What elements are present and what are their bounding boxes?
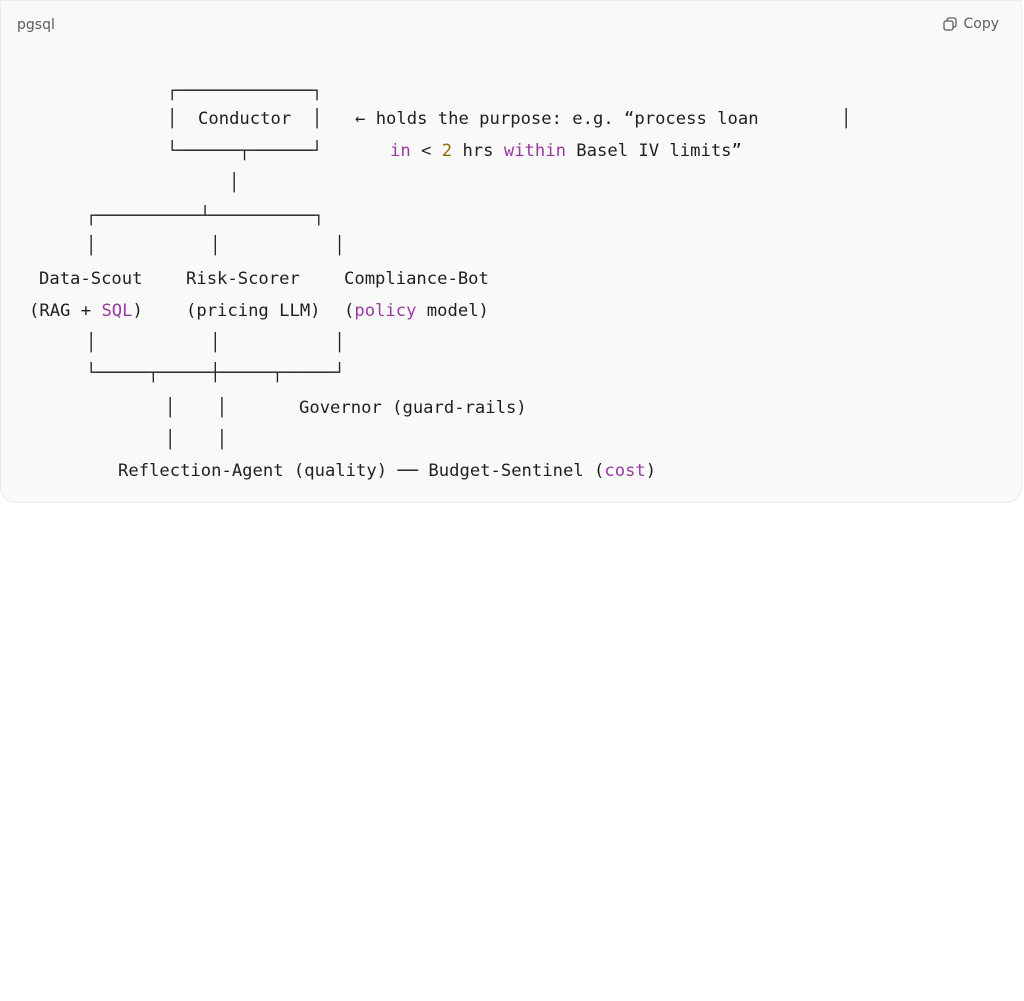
purpose-note-border: │ (841, 109, 852, 129)
reflection-budget-line: Reflection-Agent (quality) ── Budget-Sen… (118, 459, 656, 483)
conductor-box: │ Conductor │ (167, 109, 323, 129)
reflection-connectors-upper: │ │ (165, 398, 228, 418)
governor-label: Governor (guard-rails) (299, 398, 527, 418)
keyword-sql: SQL (101, 301, 133, 321)
diagram-code: ┌─────────────┐ │ Conductor │ ← holds th… (1, 1, 851, 1001)
branch-verticals-bottom: │ │ │ (86, 333, 345, 353)
agent-data-scout: Data-Scout (39, 269, 143, 289)
conductor-box-bottom: └──────┬──────┘ (167, 141, 323, 161)
paren-open: ( (344, 301, 355, 321)
code-block-header: pgsql Copy (1, 1, 1021, 51)
conductor-connector: │ (229, 173, 240, 193)
copy-label: Copy (963, 16, 999, 32)
agent-risk-scorer-desc: (pricing LLM) (186, 301, 321, 321)
number-2: 2 (441, 141, 453, 161)
rag-text: (RAG + (29, 301, 102, 321)
less-than-text: < (410, 141, 442, 161)
merge-line: └─────┬─────┼─────┬─────┘ (86, 363, 345, 383)
basel-text: Basel IV limits” (565, 141, 742, 161)
paren-close-cost: ) (645, 461, 657, 481)
reflection-connectors-lower: │ │ (165, 430, 228, 450)
conductor-box-top: ┌─────────────┐ (167, 81, 323, 101)
hrs-text: hrs (452, 141, 504, 161)
language-label: pgsql (17, 17, 55, 33)
agent-compliance-bot-desc: (policy model) (344, 299, 489, 323)
model-text: model) (416, 301, 489, 321)
branch-verticals-top: │ │ │ (86, 236, 345, 256)
purpose-note: ← holds the purpose: e.g. “process loan (355, 109, 759, 129)
paren-close: ) (132, 301, 143, 321)
copy-icon (943, 17, 958, 31)
reflection-budget-text: Reflection-Agent (quality) ── Budget-Sen… (118, 461, 605, 481)
branch-line: ┌──────────┴──────────┐ (86, 206, 324, 226)
copy-button[interactable]: Copy (943, 16, 999, 32)
keyword-in: in (390, 141, 411, 161)
agent-compliance-bot: Compliance-Bot (344, 269, 489, 289)
keyword-cost: cost (604, 461, 646, 481)
code-block: pgsql Copy ┌─────────────┐ │ Conductor │… (0, 0, 1022, 503)
agent-data-scout-desc: (RAG + SQL) (29, 299, 143, 323)
keyword-policy: policy (354, 301, 417, 321)
keyword-within: within (503, 141, 566, 161)
purpose-note-continued: in < 2 hrs within Basel IV limits” (390, 139, 742, 163)
agent-risk-scorer: Risk-Scorer (186, 269, 300, 289)
